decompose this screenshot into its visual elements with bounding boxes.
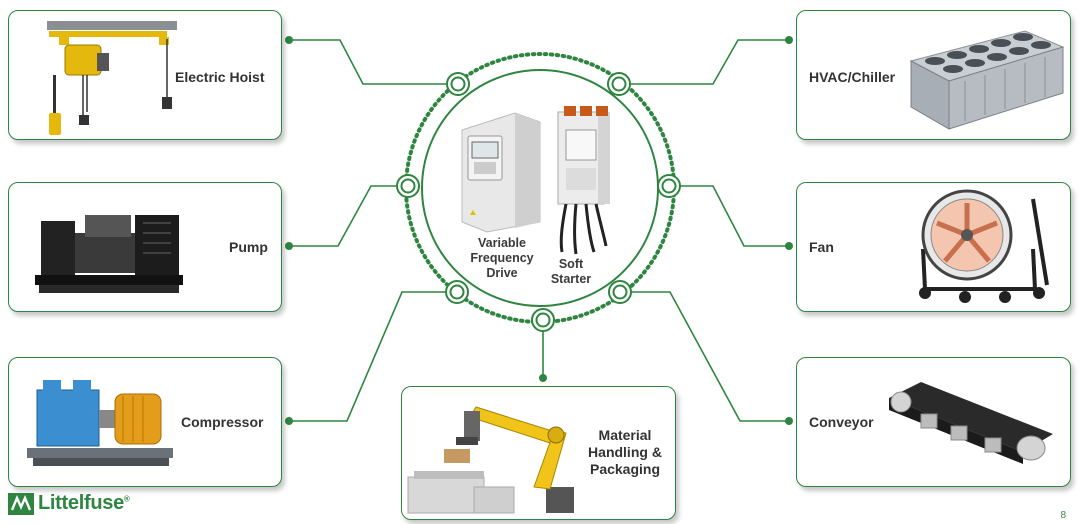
connector-dot [285,36,293,44]
connector-dot [539,374,547,382]
connector-dot [285,242,293,250]
page-number: 8 [1060,510,1066,521]
connector-dot [785,242,793,250]
label-line: Starter [550,272,592,286]
soft-starter-illustration [557,106,610,255]
connector-dot [285,417,293,425]
compressor-illustration [27,380,173,466]
card-hvac: HVAC/Chiller [796,10,1071,140]
brand-tm: ® [123,494,130,504]
card-compressor: Compressor [8,357,282,487]
littelfuse-logo-icon [8,492,34,515]
fan-illustration [919,189,1049,303]
robot-arm-illustration [407,406,574,514]
littelfuse-logo: Littelfuse® [8,492,130,515]
pump-label: Pump [229,239,268,255]
label-line: Drive [486,266,518,280]
label-line: Frequency [470,251,534,265]
connector-dot [785,417,793,425]
connector-hvac [619,39,789,85]
card-fan: Fan [796,182,1071,312]
label-line: Material [598,427,652,443]
fan-label: Fan [809,239,834,255]
connector-compressor [289,291,457,422]
hvac-label: HVAC/Chiller [809,69,896,85]
conveyor-illustration [889,382,1053,464]
electric-hoist-label: Electric Hoist [175,69,265,85]
card-electric-hoist: Electric Hoist [8,10,282,140]
compressor-label: Compressor [181,414,264,430]
pump-illustration [35,215,183,293]
label-line: Variable [478,236,526,250]
electric-hoist-illustration [47,21,177,135]
brand-name: Littelfuse [38,492,124,514]
card-conveyor: Conveyor [796,357,1071,487]
connector-electric-hoist [289,39,454,85]
connector-dot [785,36,793,44]
connector-conveyor [620,291,789,422]
conveyor-label: Conveyor [809,414,874,430]
label-line: Handling & [588,444,662,460]
ring-nodes [396,72,681,332]
vfd-illustration [461,112,541,233]
connector-pump [289,185,407,247]
label-line: Soft [558,257,584,271]
hvac-chiller-illustration [909,30,1065,130]
card-pump: Pump [8,182,282,312]
connector-fan [669,185,789,247]
label-line: Packaging [589,461,661,477]
